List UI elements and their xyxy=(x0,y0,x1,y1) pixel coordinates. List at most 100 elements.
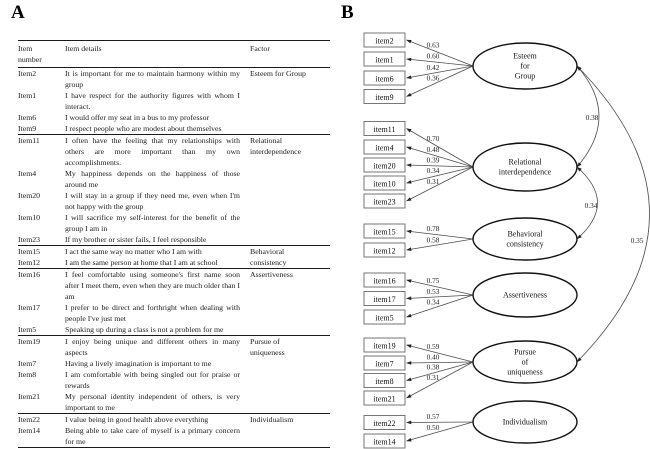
header-factor: Factor xyxy=(250,44,270,53)
item-details-cell: I respect people who are modest about th… xyxy=(65,124,222,133)
item-details-cell: Speaking up during a class is not a prob… xyxy=(65,325,224,334)
header-item-details: Item details xyxy=(65,44,102,53)
factor-cell: Individualism xyxy=(250,415,294,424)
loading-path xyxy=(406,128,474,168)
loading-label: 0.50 xyxy=(427,423,440,432)
loading-path xyxy=(406,166,474,202)
factor-cell: Behavioral consistency xyxy=(250,247,287,267)
factor-label: interdependence xyxy=(499,168,552,177)
loading-label: 0.60 xyxy=(427,52,440,61)
item-box xyxy=(363,89,406,104)
item-box xyxy=(363,337,406,353)
factor-label: Individualism xyxy=(503,418,548,427)
table-row: Item14 Being able to take care of myself … xyxy=(18,425,330,448)
item-details-cell: It is important for me to maintain harmo… xyxy=(65,69,240,89)
item-box-label: item1 xyxy=(375,56,393,65)
factor-label: for xyxy=(520,62,530,71)
factor-cell: Relational interdependence xyxy=(250,136,302,156)
item-number-cell: Item14 xyxy=(18,426,41,435)
item-box xyxy=(363,433,406,449)
item-box xyxy=(363,70,406,86)
item-details-cell: I will sacrifice my self-interest for th… xyxy=(65,213,240,233)
factor-ellipse xyxy=(472,272,578,318)
item-box xyxy=(363,223,406,239)
loading-path xyxy=(406,344,474,363)
loading-label: 0.31 xyxy=(427,373,440,382)
item-box-label: item20 xyxy=(373,162,395,171)
loading-path xyxy=(406,361,474,365)
item-details-cell: Being able to take care of myself is a p… xyxy=(65,426,240,446)
factor-label: Relational xyxy=(509,158,543,167)
factor-ellipse xyxy=(472,400,578,444)
factor-label: Esteem xyxy=(513,52,537,61)
item-box-label: item2 xyxy=(375,37,393,46)
item-box xyxy=(363,51,406,67)
factor-ellipse xyxy=(472,142,578,192)
item-number-cell: Item10 xyxy=(18,213,41,222)
item-number-cell: Item4 xyxy=(18,169,37,178)
loading-label: 0.39 xyxy=(427,156,440,165)
item-number-cell: Item16 xyxy=(18,270,41,279)
correlation-label: 0.34 xyxy=(585,201,598,210)
correlation-label: 0.35 xyxy=(631,236,644,245)
correlation-path xyxy=(576,65,600,168)
item-number-cell: Item19 xyxy=(18,337,41,346)
loading-label: 0.42 xyxy=(427,63,440,72)
item-number-cell: Item8 xyxy=(18,370,37,379)
item-details-cell: Having a lively imagination is important… xyxy=(65,359,212,368)
item-number-cell: Item6 xyxy=(18,113,37,122)
factor-label: Assertiveness xyxy=(503,291,547,300)
table-header: Item number Item details Factor xyxy=(18,41,330,68)
item-details-cell: I value being in good health above every… xyxy=(65,415,209,424)
item-details-cell: I would offer my seat in a bus to my pro… xyxy=(65,113,210,122)
loading-label: 0.48 xyxy=(427,145,440,154)
item-box-label: item9 xyxy=(375,93,393,102)
item-box xyxy=(363,415,406,430)
item-box-label: item22 xyxy=(373,419,395,428)
loading-path xyxy=(406,229,474,240)
item-box xyxy=(363,139,406,155)
loading-path xyxy=(406,361,474,399)
item-box-label: item5 xyxy=(375,314,393,323)
item-number-cell: Item15 xyxy=(18,247,41,256)
loading-label: 0.38 xyxy=(427,363,440,372)
item-number-cell: Item5 xyxy=(18,325,37,334)
item-details-cell: I will stay in a group if they need me, … xyxy=(65,191,240,211)
item-details-cell: I feel comfortable using someone's first… xyxy=(65,270,240,301)
item-box xyxy=(363,121,406,136)
item-details-cell: I have respect for the authority figures… xyxy=(65,91,240,111)
loading-path xyxy=(406,166,474,184)
item-number-cell: Item9 xyxy=(18,124,37,133)
table-row: Item1 I have respect for the authority fi… xyxy=(18,90,330,112)
item-box xyxy=(363,157,406,173)
loading-label: 0.58 xyxy=(427,235,440,244)
loading-path xyxy=(406,163,474,168)
item-box-label: item10 xyxy=(373,180,395,189)
table-row: Item16 I feel comfortable using someone's… xyxy=(18,269,330,303)
item-box-label: item6 xyxy=(375,75,393,84)
item-box-label: item14 xyxy=(373,438,395,447)
loading-label: 0.59 xyxy=(427,342,440,351)
item-box-label: item15 xyxy=(373,228,395,237)
factor-label: uniqueness xyxy=(507,368,543,377)
item-box-label: item17 xyxy=(373,295,395,304)
item-box xyxy=(363,373,406,388)
loading-path xyxy=(406,146,474,168)
factor-label: Pursue xyxy=(514,348,536,357)
item-number-cell: Item1 xyxy=(18,91,37,100)
item-number-cell: Item20 xyxy=(18,191,41,200)
item-box-label: item16 xyxy=(373,277,395,286)
